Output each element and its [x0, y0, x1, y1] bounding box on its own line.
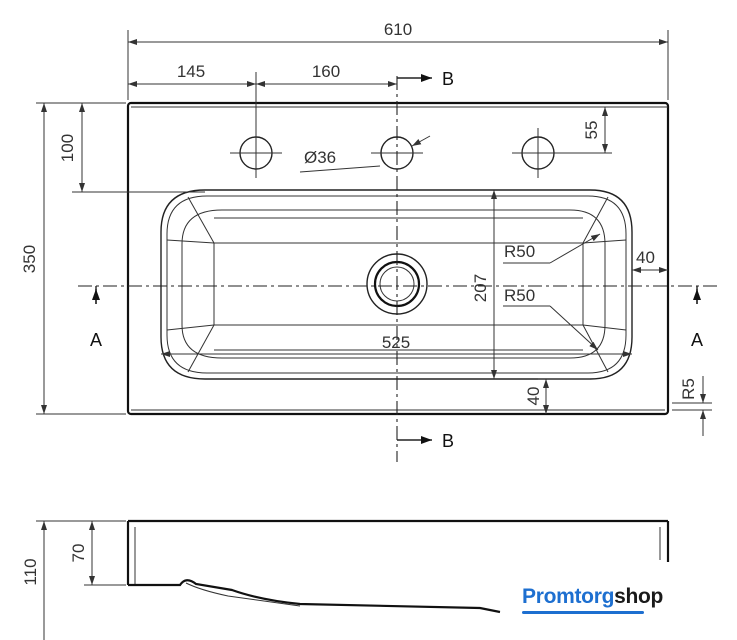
dim-145: 145	[177, 62, 205, 81]
brand-underline	[522, 611, 644, 614]
section-labels: A A B B	[90, 69, 703, 451]
dimension-labels: 610 145 160 Ø36 55 100 350 207 525 R50 R…	[20, 20, 698, 586]
basin-outline	[126, 101, 670, 416]
dim-r5: R5	[679, 378, 698, 400]
dim-r50-upper: R50	[504, 242, 535, 261]
dim-40-front: 40	[524, 387, 543, 406]
section-a-left: A	[90, 330, 102, 350]
tap-hole-left	[230, 128, 282, 178]
section-a-right: A	[691, 330, 703, 350]
top-view	[78, 76, 720, 462]
brand-name-part2: shop	[614, 585, 664, 608]
dim-110: 110	[21, 558, 40, 585]
dim-610: 610	[384, 20, 412, 39]
section-b-top: B	[442, 69, 454, 89]
dim-r50-lower: R50	[504, 286, 535, 305]
brand-name-part1: Promtorg	[522, 585, 615, 608]
dim-40-side: 40	[636, 248, 655, 267]
dim-70: 70	[69, 544, 88, 563]
dim-55: 55	[582, 121, 601, 140]
dim-100: 100	[58, 134, 77, 162]
section-b-bottom: B	[442, 431, 454, 451]
dim-hole-diameter: Ø36	[304, 148, 336, 167]
section-markers	[92, 74, 701, 444]
dim-160: 160	[312, 62, 340, 81]
dimension-lines	[36, 30, 712, 436]
side-view	[36, 519, 670, 640]
dim-207: 207	[471, 274, 490, 302]
brand-logo: Promtorgshop	[522, 585, 663, 609]
bowl-bottom	[213, 242, 584, 326]
dim-525: 525	[382, 333, 410, 352]
dim-350: 350	[20, 245, 39, 273]
